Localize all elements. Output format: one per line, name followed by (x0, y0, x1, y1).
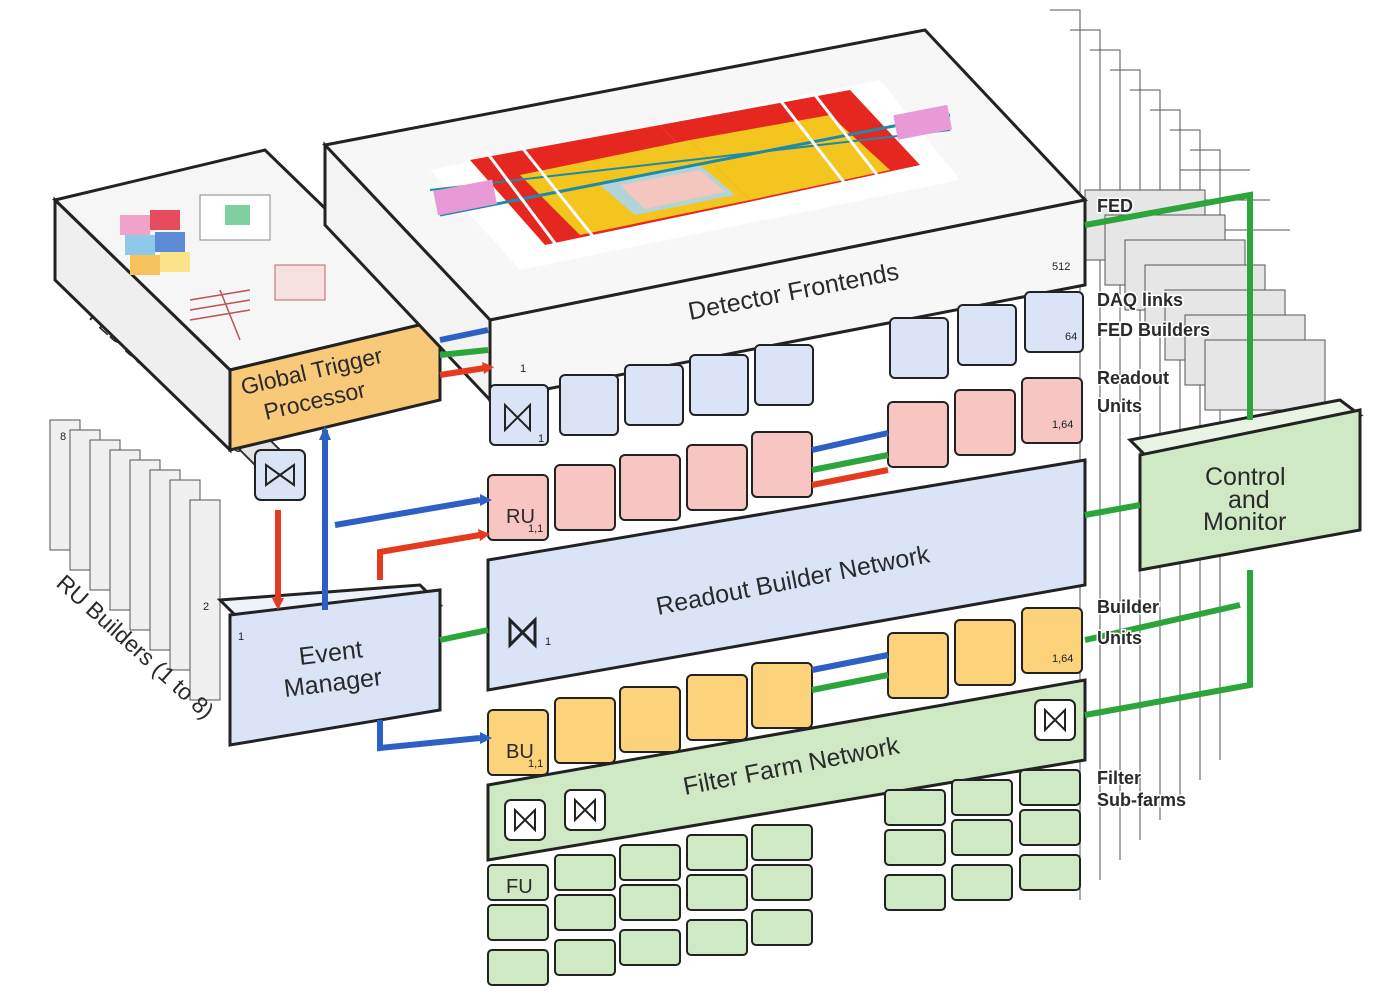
ru-label: RU (506, 506, 535, 528)
bu-last-index-label: 1,64 (1052, 653, 1073, 665)
switch-icon (254, 449, 306, 501)
em-index-label: 1 (238, 631, 244, 643)
data-lines (322, 327, 889, 752)
readout-side-label: Readout (1097, 368, 1169, 388)
event-manager-block (216, 583, 444, 747)
fed-builders-side-label: FED Builders (1097, 320, 1210, 340)
sub-farms-side-label: Sub-farms (1097, 790, 1186, 810)
ru-index-label: 1,1 (528, 523, 543, 535)
fed-count-label: 512 (1052, 261, 1070, 273)
readout-builder-network-block (486, 458, 1087, 692)
filter-units-grid (487, 769, 1081, 986)
filter-farm-network-block (486, 678, 1087, 862)
fedb-count-label: 64 (1065, 331, 1077, 343)
switch-icon (504, 402, 531, 433)
switch-icon (514, 807, 536, 833)
filter-side-label: Filter (1097, 768, 1141, 788)
trigger-matrix-icon (120, 194, 326, 341)
ru-last-index-label: 1,64 (1052, 419, 1073, 431)
builder-2-label: 2 (203, 601, 209, 613)
side-labels: FED DAQ links FED Builders Readout Units… (1096, 195, 1212, 812)
bu-index-label: 1,1 (528, 758, 543, 770)
fu-label: FU (506, 876, 533, 898)
control-label-line1: Control (1205, 463, 1286, 491)
global-trigger-block (51, 148, 444, 454)
bu-label: BU (506, 741, 534, 763)
background-slices-right-blocks (1084, 189, 1326, 411)
switch-index-label: 1 (538, 433, 544, 445)
detector-icon (429, 80, 960, 270)
builder-units-side-label: Units (1097, 628, 1142, 648)
data-arrow-heads (319, 426, 492, 744)
readout-units-row (487, 377, 1083, 541)
builder-units-row (487, 607, 1083, 776)
control-label-line3: Monitor (1203, 508, 1286, 536)
control-monitor-block (1126, 398, 1364, 572)
builder-8-label: 8 (60, 431, 66, 443)
builder-side-label: Builder (1097, 597, 1159, 617)
trigger-lines (275, 365, 889, 600)
ru-builder-stack-left (49, 419, 221, 701)
daq-links-side-label: DAQ links (1097, 290, 1183, 310)
fed-first-label: 1 (520, 363, 526, 375)
network-index-label: 1 (545, 636, 551, 648)
units-side-label: Units (1097, 396, 1142, 416)
fed-side-label: FED (1097, 196, 1133, 216)
control-label-line2: and (1228, 486, 1270, 514)
switch-icon (1044, 707, 1066, 733)
trigger-arrow-heads (272, 362, 494, 610)
switch-icon (508, 616, 537, 649)
switch-icon (574, 797, 596, 823)
control-lines (439, 191, 1253, 718)
